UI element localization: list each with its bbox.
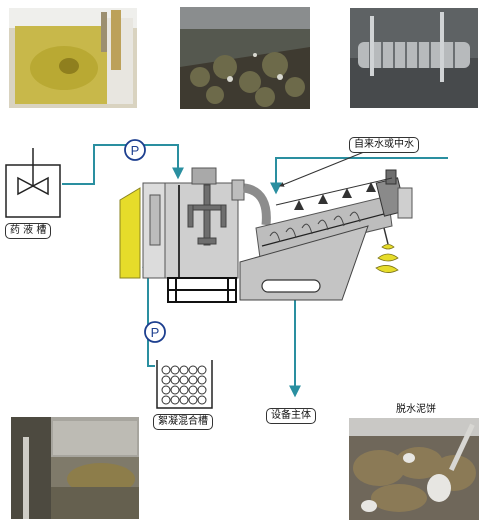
photo-sludge-cake [349, 418, 479, 520]
photo-flocculation [11, 417, 139, 519]
mixing-tank [142, 167, 245, 279]
filtrate-trough [239, 225, 369, 301]
label-chemical-tank: 药 液 槽 [5, 223, 52, 239]
chemical-tank [5, 148, 61, 218]
photo-chemical-dosing [9, 8, 137, 108]
pump-bottom: P [144, 321, 166, 343]
photo-screw-rings [350, 8, 478, 108]
yellow-panel [119, 187, 141, 279]
sludge-cake-output [375, 244, 399, 273]
pump-top: P [124, 139, 146, 161]
flocculation-tank [156, 360, 213, 409]
screw-press [255, 169, 413, 259]
pipe-tap-water [270, 157, 448, 195]
label-tap-water: 自来水或中水 [349, 137, 419, 153]
pump-bottom-symbol: P [151, 325, 160, 340]
pipe-chemical-to-mixer [62, 144, 184, 185]
tap-water-leader [279, 151, 365, 187]
pipe-flocculation-to-mixer [142, 255, 155, 367]
photo-screw-sludge [180, 7, 310, 109]
label-flocculation-tank: 絮凝混合槽 [153, 414, 213, 430]
label-equipment-body: 设备主体 [266, 408, 316, 424]
label-dewatered-sludge: 脱水泥饼 [396, 404, 436, 415]
machine-frame [167, 277, 237, 303]
pump-top-symbol: P [131, 143, 140, 158]
transfer-pipe [243, 183, 271, 226]
